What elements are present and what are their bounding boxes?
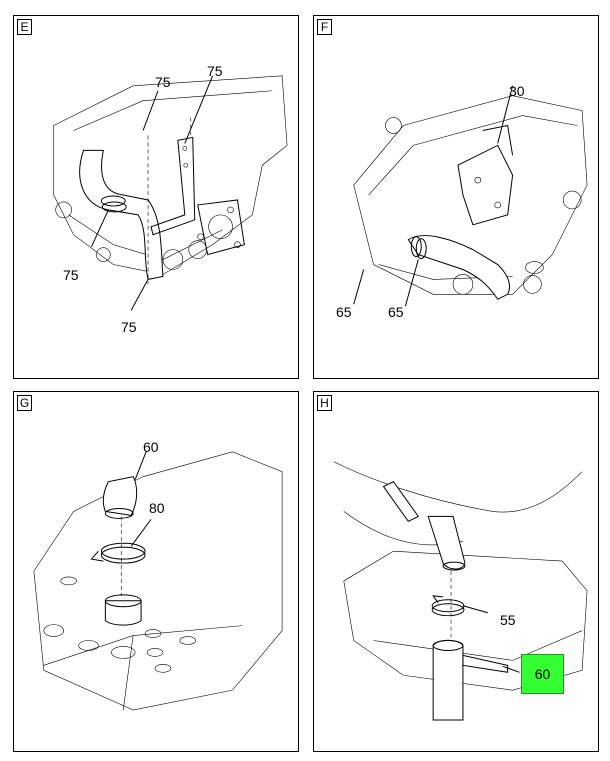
- panel-e-letter: E: [17, 19, 32, 35]
- callout-f-c: 65: [388, 304, 404, 320]
- panel-g-letter: G: [17, 395, 32, 411]
- panel-h: H 55 60: [313, 391, 599, 752]
- callout-g-b: 80: [149, 500, 165, 516]
- panel-e-illustration: [53, 75, 288, 311]
- callout-f-b: 65: [336, 304, 352, 320]
- callout-e-a: 75: [155, 74, 171, 90]
- panel-h-letter: H: [317, 395, 332, 411]
- panel-e: E 75 75 75 75: [13, 15, 299, 379]
- callout-e-d: 75: [121, 319, 137, 335]
- panel-h-illustration: [333, 461, 588, 721]
- callout-e-b: 75: [207, 63, 223, 79]
- callout-g-a: 60: [143, 439, 159, 455]
- callout-f-a: 30: [509, 83, 525, 99]
- panel-f: F 30 65 65: [313, 15, 599, 379]
- callout-h-a: 55: [500, 612, 516, 628]
- panel-f-letter: F: [317, 19, 332, 35]
- callout-e-c: 75: [63, 267, 79, 283]
- callout-h-b-highlight: 60: [521, 654, 564, 694]
- panel-f-illustration: [353, 85, 588, 307]
- panel-g-illustration: [33, 451, 283, 711]
- panel-g: G 60 80: [13, 391, 299, 752]
